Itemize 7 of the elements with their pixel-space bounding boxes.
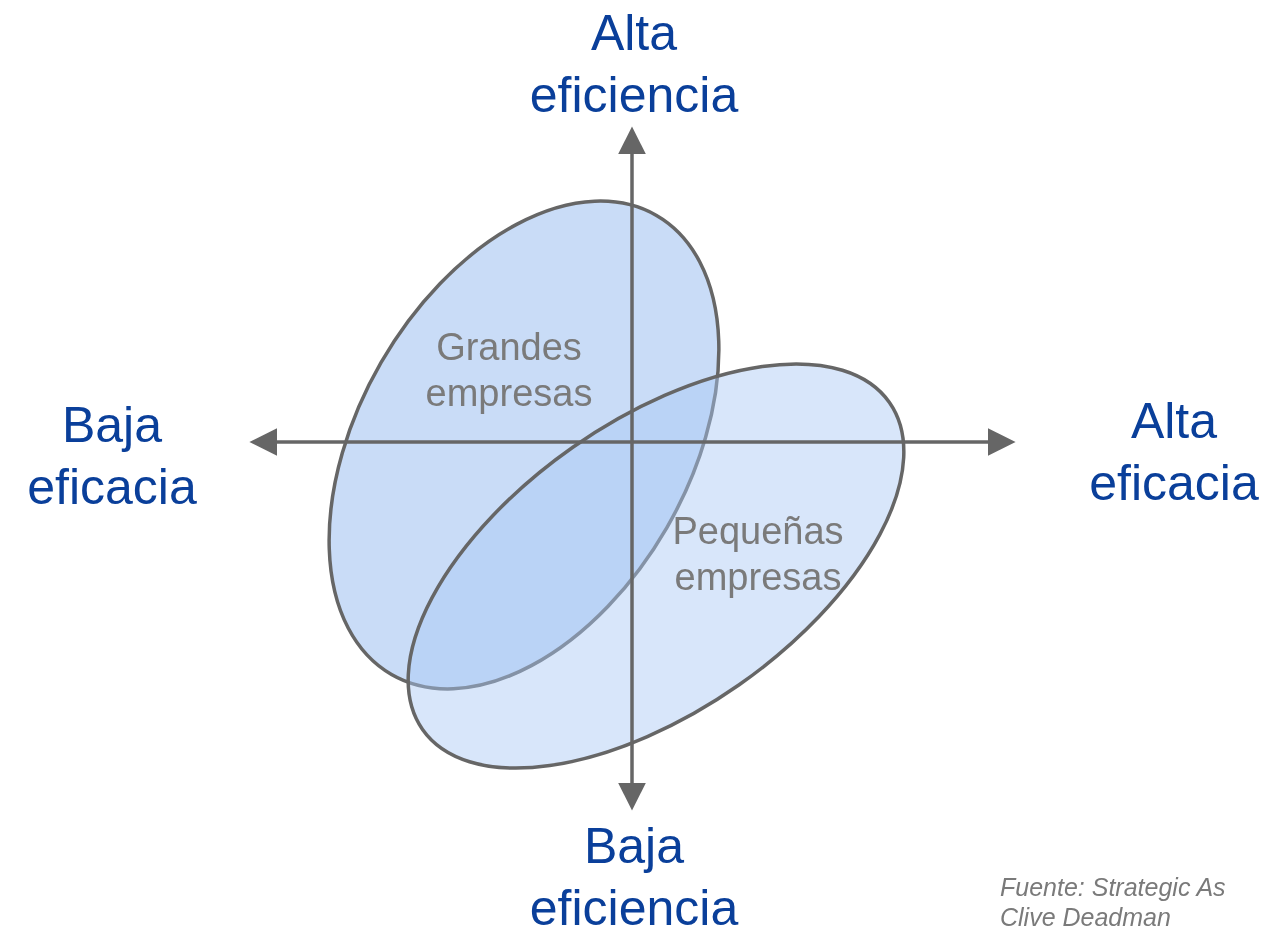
group-label: Grandes empresas xyxy=(424,325,594,416)
axis-label: Baja eficiencia xyxy=(528,817,740,928)
group-label: Pequeñas empresas xyxy=(671,509,845,600)
axis-label: Baja eficacia xyxy=(26,396,198,517)
axis-label: Alta eficacia xyxy=(1088,392,1260,513)
axis-label: Alta eficiencia xyxy=(528,4,740,125)
source-note: Fuente: Strategic As Clive Deadman xyxy=(1000,872,1227,928)
